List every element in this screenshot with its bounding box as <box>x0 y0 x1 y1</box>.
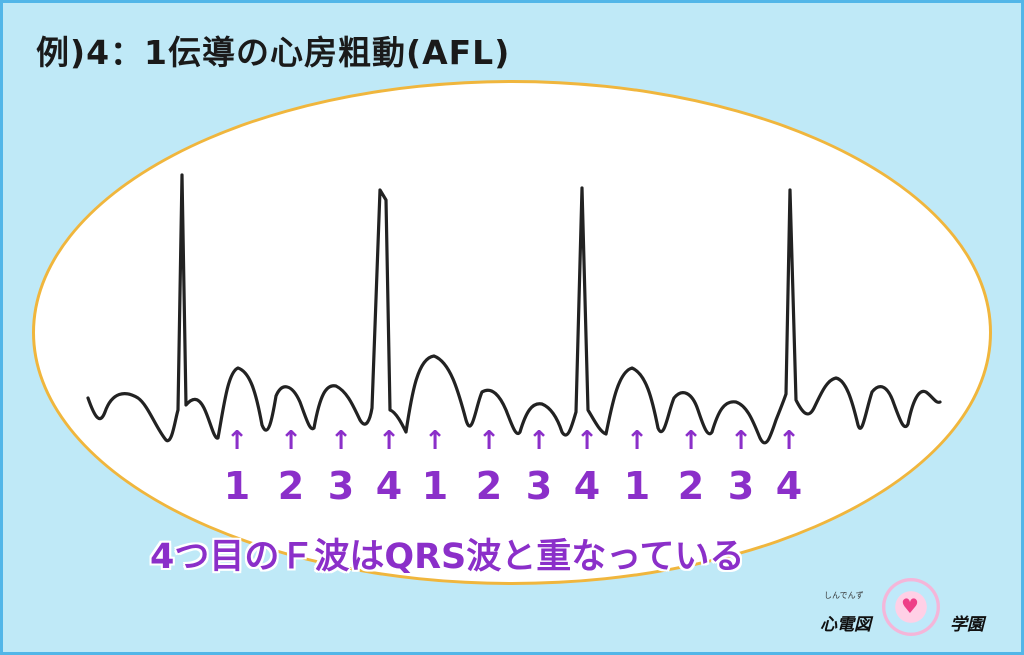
count-label: 1 <box>623 464 651 508</box>
logo-text-right: 学園 <box>950 615 984 635</box>
arrow-6: ↑ <box>478 426 500 456</box>
arrow-5: ↑ <box>424 426 446 456</box>
arrow-11: ↑ <box>730 426 752 456</box>
logo-badge-icon: ♥ <box>882 578 940 636</box>
count-label: 4 <box>375 464 403 508</box>
arrow-2: ↑ <box>280 426 302 456</box>
ecg-panel <box>32 80 992 585</box>
count-label: 4 <box>775 464 803 508</box>
page-title: 例)4：1伝導の心房粗動(AFL) <box>36 33 511 72</box>
count-label: 2 <box>475 464 503 508</box>
count-label: 2 <box>677 464 705 508</box>
count-label: 1 <box>421 464 449 508</box>
arrow-7: ↑ <box>528 426 550 456</box>
count-label: 1 <box>223 464 251 508</box>
arrow-3: ↑ <box>330 426 352 456</box>
count-label: 3 <box>727 464 755 508</box>
count-label: 3 <box>327 464 355 508</box>
arrow-4: ↑ <box>378 426 400 456</box>
heart-icon: ♥ <box>901 594 919 618</box>
logo-ruby: しんでんず <box>824 591 864 600</box>
arrow-1: ↑ <box>226 426 248 456</box>
count-label: 4 <box>573 464 601 508</box>
ecg-trace <box>86 173 942 445</box>
arrow-9: ↑ <box>626 426 648 456</box>
count-label: 2 <box>277 464 305 508</box>
logo: しんでんず 心電図 ♥ 学園 <box>812 578 992 638</box>
caption: 4つ目のＦ波はQRS波と重なっている <box>150 537 745 577</box>
arrow-12: ↑ <box>778 426 800 456</box>
logo-text-left: 心電図 <box>820 615 871 635</box>
arrow-10: ↑ <box>680 426 702 456</box>
count-label: 3 <box>525 464 553 508</box>
arrow-8: ↑ <box>576 426 598 456</box>
